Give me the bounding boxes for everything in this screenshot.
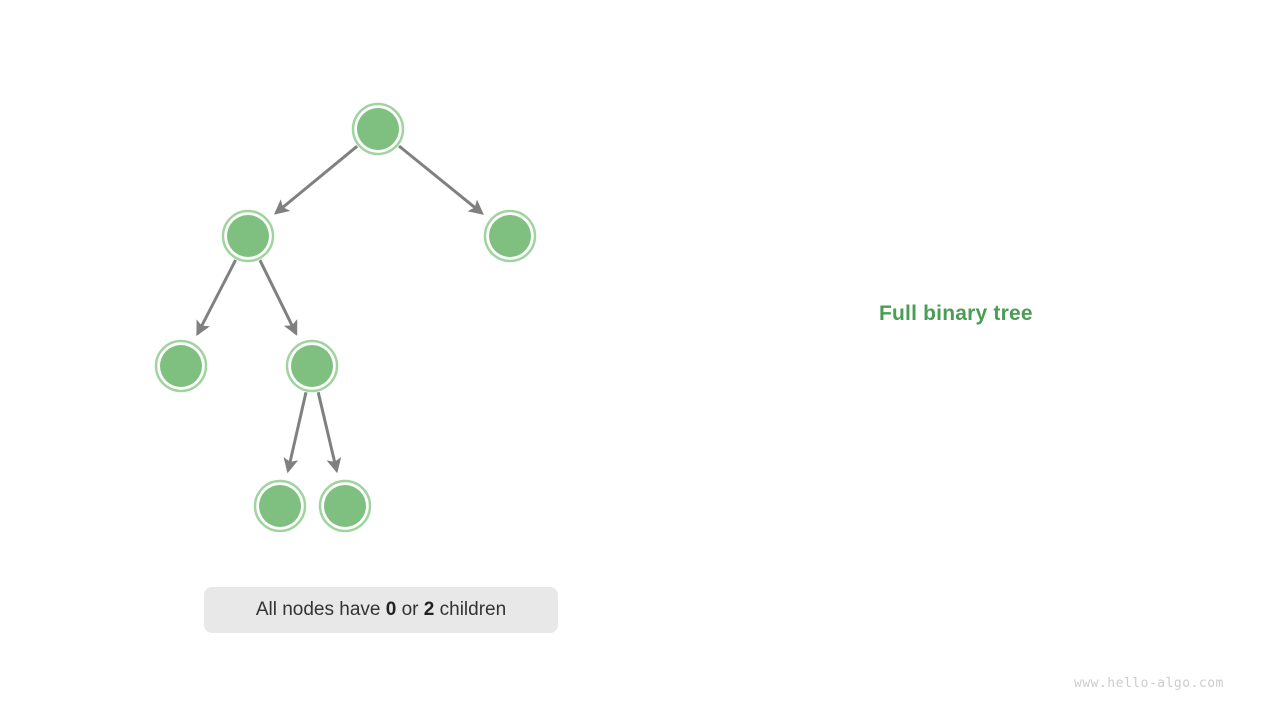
- tree-node: [221, 209, 275, 263]
- caption-text: All nodes have 0 or 2 children: [256, 599, 506, 621]
- caption-suffix: children: [434, 599, 507, 620]
- tree-node-ring: [483, 209, 537, 263]
- tree-node-ring: [253, 479, 307, 533]
- tree-node-ring: [318, 479, 372, 533]
- tree-node-ring: [285, 339, 339, 393]
- tree-node-fill: [227, 215, 269, 257]
- caption-box: All nodes have 0 or 2 children: [204, 587, 558, 633]
- caption-prefix: All nodes have: [255, 599, 386, 620]
- tree-node-ring: [351, 102, 405, 156]
- caption-bold-zero: 0: [385, 599, 397, 620]
- tree-node-fill: [160, 345, 202, 387]
- caption-middle: or: [396, 599, 424, 620]
- watermark: www.hello-algo.com: [1074, 676, 1224, 691]
- tree-node-fill: [291, 345, 333, 387]
- tree-node-fill: [489, 215, 531, 257]
- tree-node: [285, 339, 339, 393]
- tree-edge: [258, 259, 298, 336]
- tree-edge: [196, 259, 237, 337]
- tree-node: [253, 479, 307, 533]
- tree-node: [351, 102, 405, 156]
- tree-edge: [273, 145, 359, 215]
- tree-node: [483, 209, 537, 263]
- tree-edge: [283, 391, 308, 474]
- page-title: Full binary tree: [879, 302, 1033, 325]
- tree-node: [154, 339, 208, 393]
- tree-edge: [398, 144, 484, 215]
- tree-edge: [316, 391, 342, 474]
- tree-node-fill: [259, 485, 301, 527]
- tree-node-fill: [357, 108, 399, 150]
- caption-bold-two: 2: [423, 599, 435, 620]
- tree-node-ring: [221, 209, 275, 263]
- tree-edge-layer: [196, 144, 484, 474]
- tree-node-fill: [324, 485, 366, 527]
- tree-node-ring: [154, 339, 208, 393]
- tree-node-layer: [154, 102, 537, 533]
- tree-node: [318, 479, 372, 533]
